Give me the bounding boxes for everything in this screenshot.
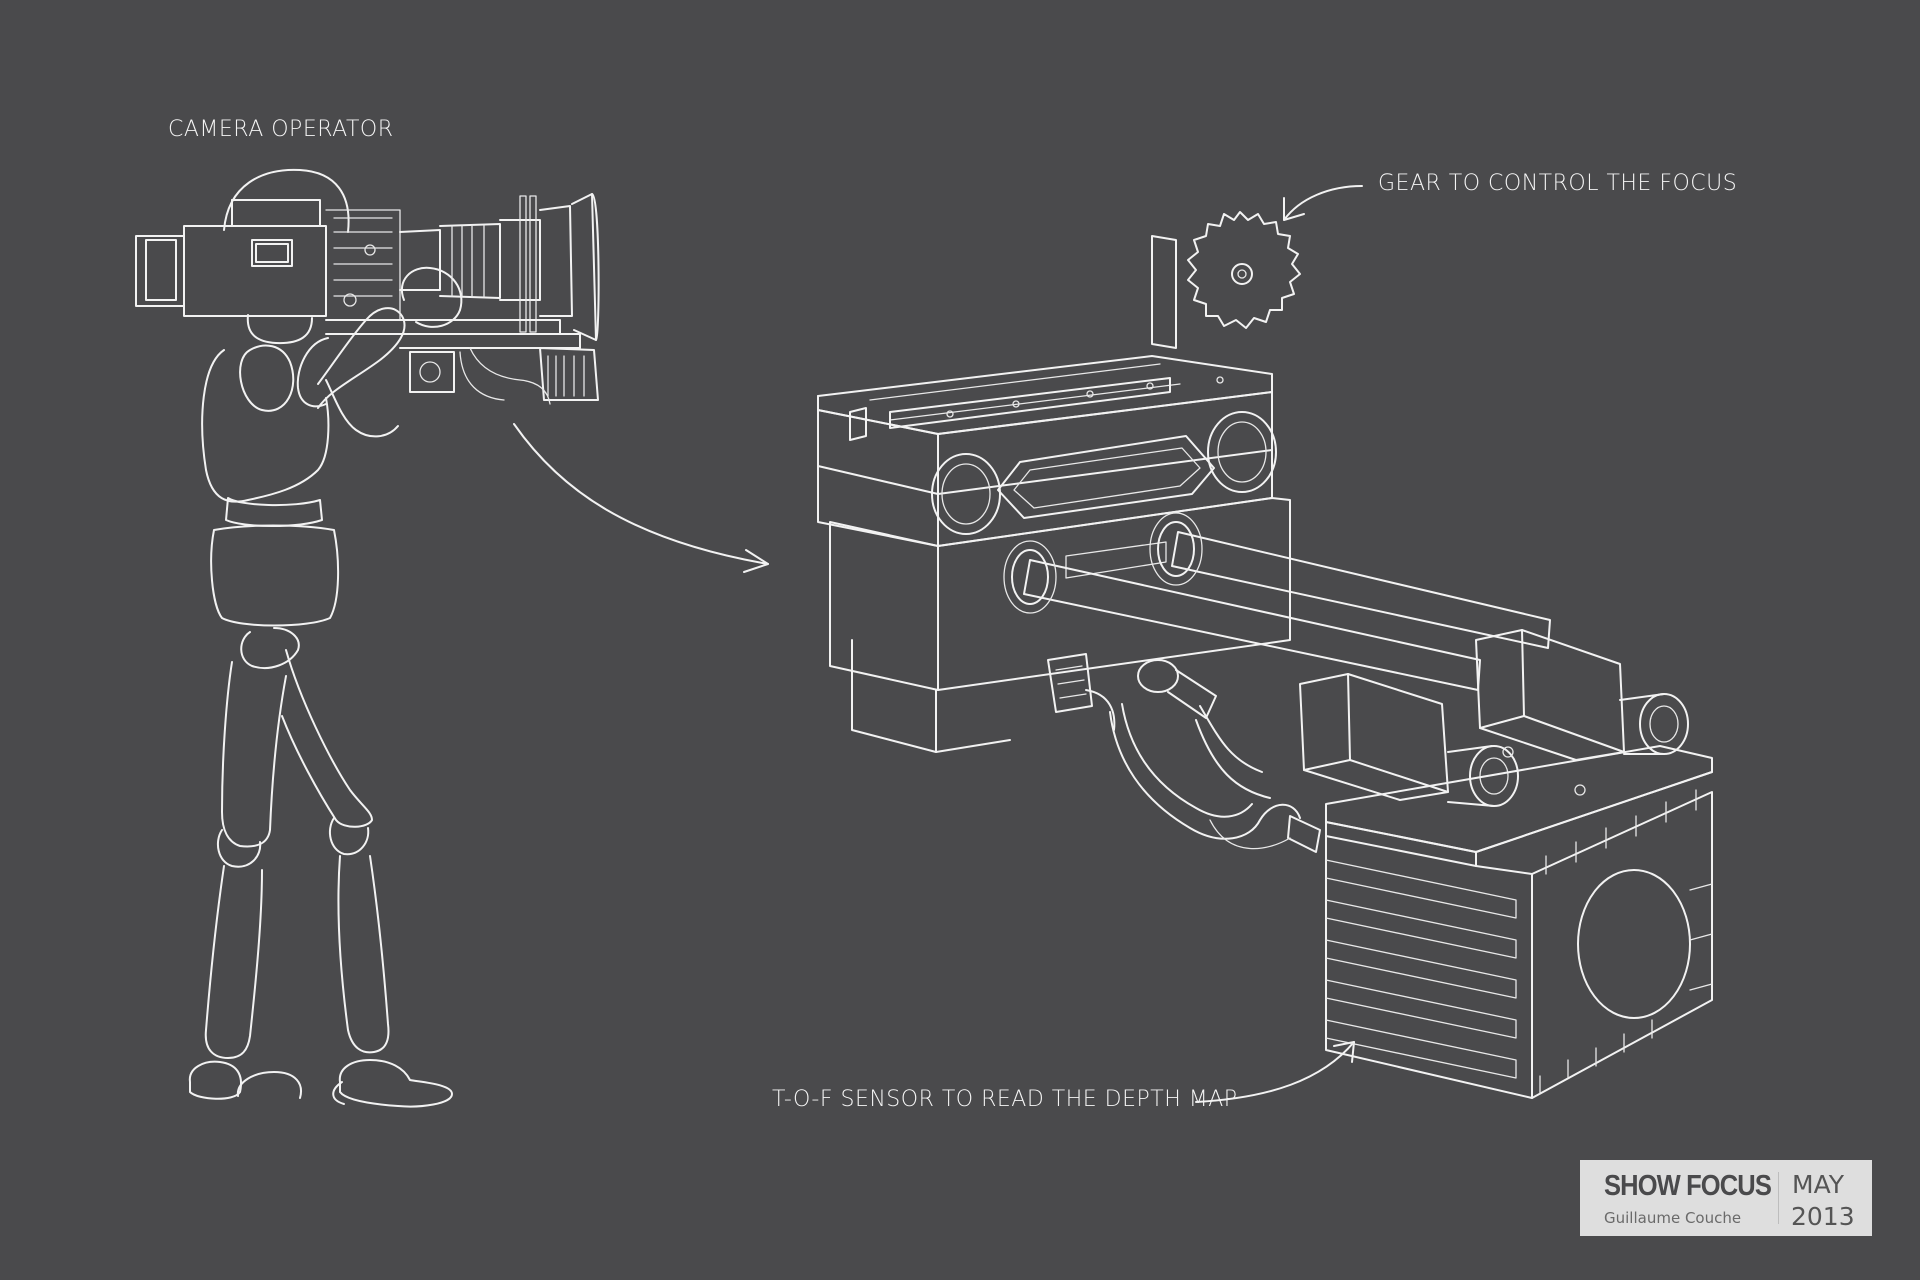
date-year: 2013 <box>1791 1202 1855 1231</box>
gear-shape <box>1187 211 1301 329</box>
depth-sensor-device <box>817 211 1713 1099</box>
gear-label: GEAR TO CONTROL THE FOCUS <box>1378 171 1738 196</box>
camera-rig-small <box>135 193 600 405</box>
camera-operator-label: CAMERA OPERATOR <box>168 117 394 142</box>
title-block: SHOW FOCUS Guillaume Couche MAY 2013 <box>1580 1160 1872 1236</box>
title-block-divider <box>1778 1172 1779 1224</box>
project-title: SHOW FOCUS <box>1604 1170 1772 1202</box>
date-month: MAY <box>1792 1170 1845 1199</box>
camera-operator-figure <box>188 168 463 1108</box>
author-name: Guillaume Couche <box>1604 1209 1742 1227</box>
tof-sensor-label: T-O-F SENSOR TO READ THE DEPTH MAP <box>772 1087 1238 1112</box>
